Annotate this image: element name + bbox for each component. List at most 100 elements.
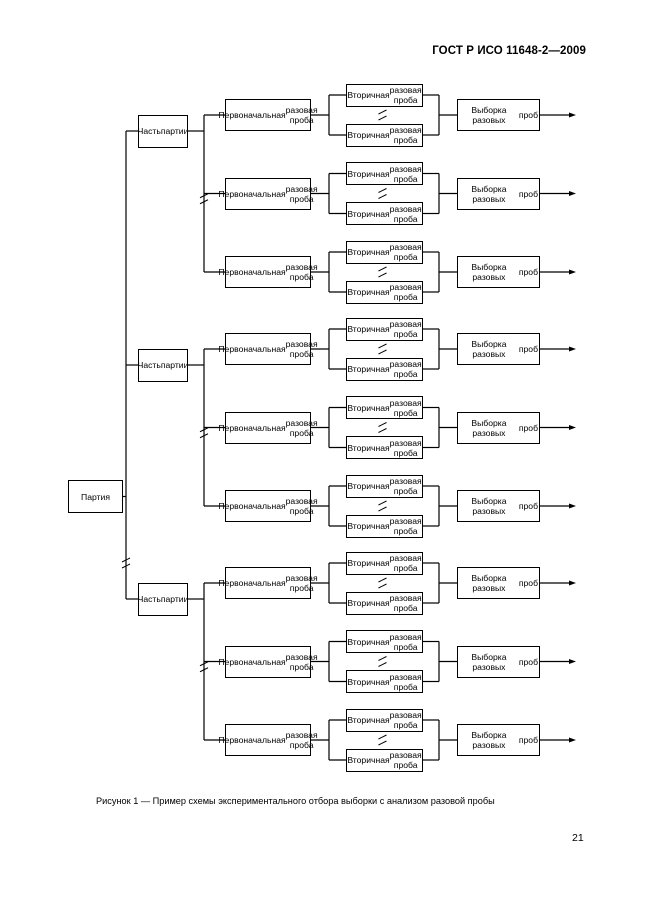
secondary-sample-box-label-line: разовая проба <box>389 671 422 692</box>
arrow-head <box>569 580 576 586</box>
secondary-break-mark <box>378 343 387 349</box>
sample-set-box-label-line: Выборка разовых <box>471 730 507 750</box>
secondary-sample-box-label-line: разовая проба <box>389 593 422 613</box>
secondary-sample-box-label-line: Вторичная <box>347 168 390 179</box>
secondary-sample-box-label-line: разовая проба <box>389 163 422 184</box>
arrow-head <box>569 346 576 352</box>
secondary-sample-box-label-line: Вторичная <box>347 287 390 297</box>
secondary-break-mark <box>378 500 387 506</box>
secondary-break-mark <box>378 656 387 661</box>
secondary-sample-box-label-line: Вторичная <box>347 598 390 608</box>
primary-sample-box-label-line: Первоначальная <box>218 656 286 667</box>
primary-sample-box-label-line: разовая проба <box>285 183 318 204</box>
primary-sample-box-label-line: разовая проба <box>285 105 318 125</box>
secondary-sample-box-label-line: разовая проба <box>389 710 422 730</box>
primary-sample-box-label-line: разовая проба <box>285 651 318 672</box>
part-break-mark <box>199 433 209 439</box>
batch-part-box-label-line: Часть <box>137 126 161 136</box>
standard-designation: ГОСТ Р ИСО 11648-2—2009 <box>432 45 586 57</box>
batch-part-box-label-line: партии <box>160 126 189 136</box>
secondary-sample-box-label-line: Вторичная <box>347 755 390 765</box>
secondary-sample-box-label-line: Вторичная <box>347 247 390 257</box>
sample-set-box-label-line: проб <box>518 422 538 433</box>
secondary-sample-box-label-line: Вторичная <box>347 208 390 219</box>
root-break-mark <box>121 563 131 569</box>
secondary-sample-box-label-line: разовая проба <box>389 397 422 418</box>
secondary-sample-box-label-line: Вторичная <box>347 676 390 687</box>
secondary-sample-box-label-line: Вторичная <box>347 521 390 531</box>
sample-set-box-label-line: Выборка разовых <box>471 496 507 516</box>
secondary-sample-box-label-line: разовая проба <box>389 85 422 105</box>
root-batch-box: Партия <box>68 480 123 513</box>
secondary-break-mark <box>378 188 387 193</box>
sample-set-box-label-line: проб <box>518 735 538 745</box>
secondary-sample-box-label-line: разовая проба <box>389 125 422 145</box>
secondary-sample-box-label-line: Вторичная <box>347 442 390 453</box>
sample-set-box-label-line: проб <box>518 344 538 354</box>
primary-sample-box-label-line: Первоначальная <box>218 344 286 354</box>
secondary-sample-box-label-line: Вторичная <box>347 324 390 334</box>
part-break-mark <box>199 667 209 673</box>
primary-sample-box-label-line: Первоначальная <box>218 735 286 745</box>
root-break-mark <box>121 557 131 563</box>
secondary-sample-box-label-line: Вторичная <box>347 558 390 568</box>
sample-set-box-label-line: Выборка разовых <box>471 262 507 282</box>
batch-part-box-label-line: партии <box>160 360 189 370</box>
secondary-sample-box-label-line: разовая проба <box>389 476 422 496</box>
primary-sample-box-label-line: разовая проба <box>285 417 318 438</box>
secondary-break-mark <box>378 272 387 278</box>
secondary-break-mark <box>378 109 387 115</box>
root-batch-box-label-line: Партия <box>81 491 110 502</box>
arrow-head <box>569 425 576 430</box>
secondary-sample-box-label-line: Вторичная <box>347 481 390 491</box>
secondary-sample-box-label-line: разовая проба <box>389 553 422 573</box>
batch-part-box-label-line: Часть <box>137 360 161 370</box>
batch-part-box-label-line: Часть <box>137 594 161 604</box>
batch-part-box-label-line: партии <box>160 594 189 604</box>
sample-set-box-label-line: проб <box>518 578 538 588</box>
secondary-sample-box-label-line: разовая проба <box>389 319 422 339</box>
secondary-sample-box-label-line: разовая проба <box>389 631 422 652</box>
sample-set-box-label-line: проб <box>518 188 538 199</box>
sample-set-box: Выборка разовых проб <box>457 724 540 756</box>
primary-sample-box-label-line: Первоначальная <box>218 501 286 511</box>
secondary-sample-box-label-line: Вторичная <box>347 90 390 100</box>
primary-sample-box-label-line: разовая проба <box>285 730 318 750</box>
secondary-sample-box-label-line: разовая проба <box>389 203 422 224</box>
sample-set-box-label-line: Выборка разовых <box>471 105 507 125</box>
secondary-sample-box-label-line: Вторичная <box>347 364 390 374</box>
part-break-mark <box>199 193 209 199</box>
arrow-head <box>569 191 576 196</box>
figure-caption: Рисунок 1 — Пример схемы экспериментальн… <box>96 796 495 806</box>
part-break-mark <box>199 427 209 433</box>
arrow-head <box>569 503 576 509</box>
secondary-break-mark <box>378 115 387 121</box>
